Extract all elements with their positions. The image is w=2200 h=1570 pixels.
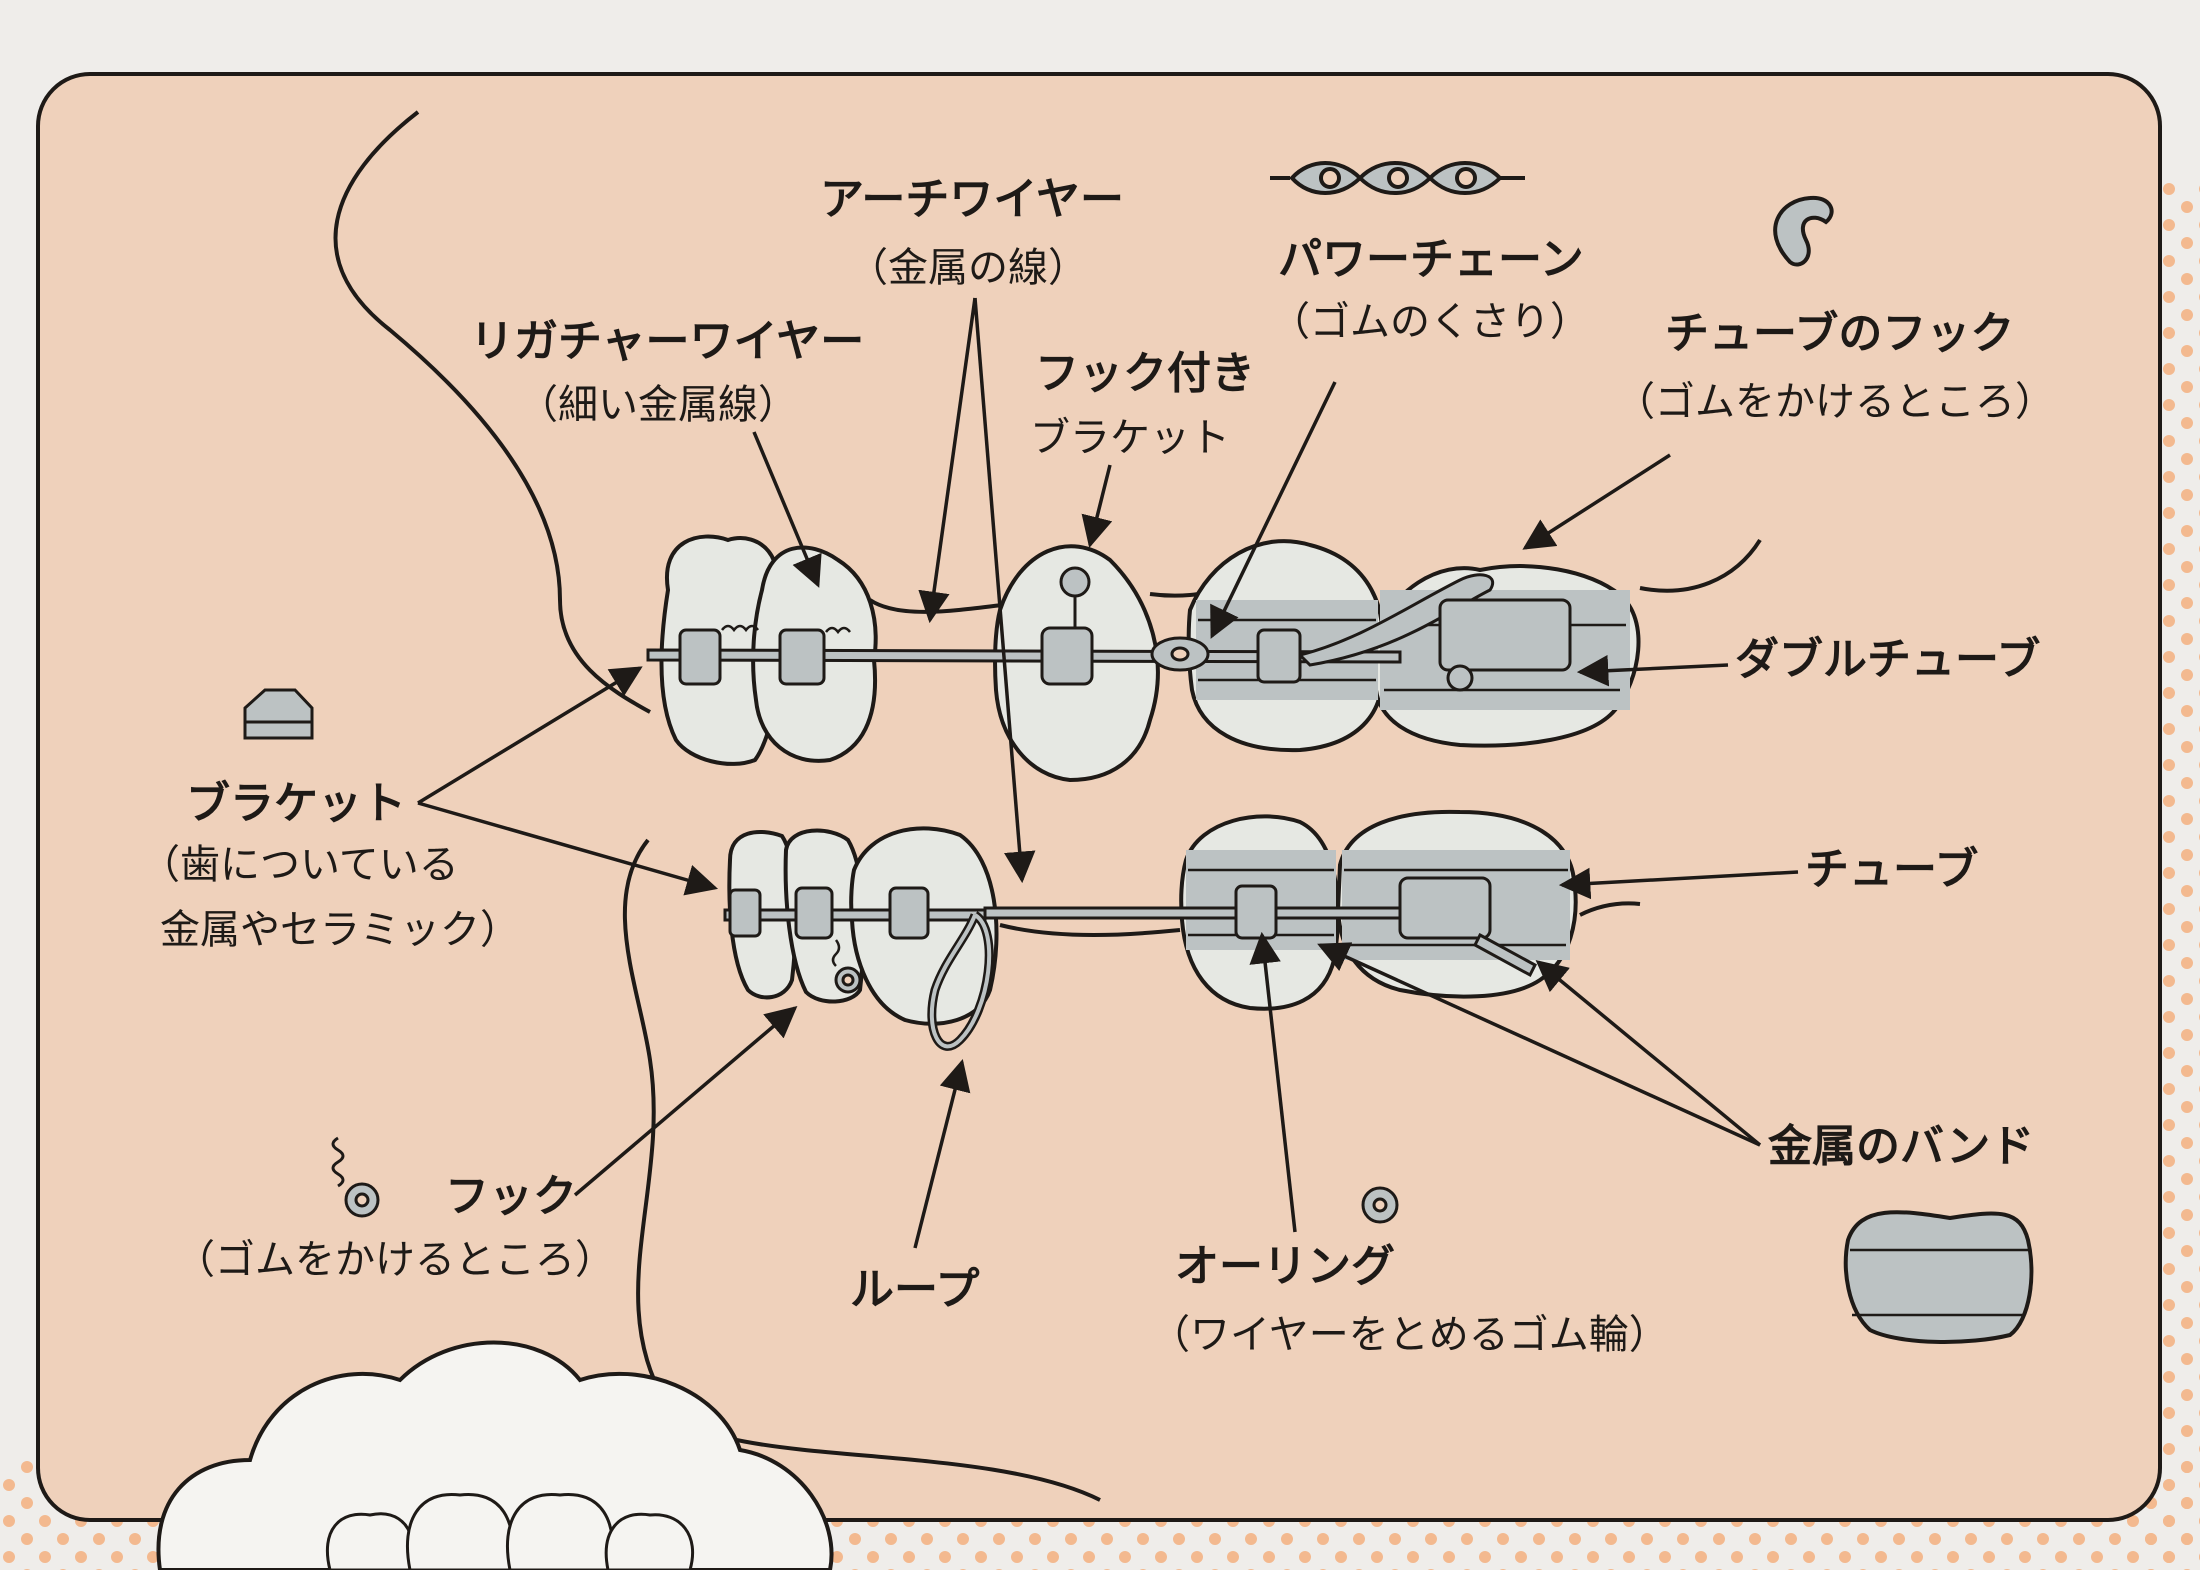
- hook-bracket-label-2: ブラケット: [1030, 415, 1230, 461]
- hook-bracket-label: フック付き: [1035, 348, 1255, 399]
- bracket-icon: [243, 688, 314, 740]
- o-ring-label: オーリング: [1175, 1241, 1395, 1292]
- tube-label: チューブ: [1805, 844, 1979, 895]
- ligature-squiggles: [721, 624, 851, 967]
- power-chain-on-wire: [1150, 573, 1494, 672]
- hook-label: フック: [445, 1171, 577, 1222]
- brackets: [678, 566, 1572, 994]
- power-chain-icon: [1270, 161, 1525, 195]
- loop-label: ループ: [850, 1264, 980, 1315]
- cloud-teeth-illustration: [156, 1340, 834, 1570]
- bracket-sublabel-2: 金属やセラミック）: [160, 907, 520, 953]
- hook-icon: [331, 1136, 380, 1218]
- power-chain-sublabel: （ゴムのくさり）: [1270, 299, 1590, 345]
- hook-sublabel: （ゴムをかけるところ）: [175, 1237, 615, 1283]
- metal-band-icon: [1843, 1210, 2034, 1344]
- arch-wire-label: アーチワイヤー: [820, 174, 1125, 225]
- bracket-sublabel-1: （歯についている: [140, 842, 459, 888]
- leader-arrows: [417, 297, 1799, 1249]
- bracket-label: ブラケット: [186, 778, 406, 829]
- ligature-wire-label: リガチャーワイヤー: [470, 316, 865, 367]
- o-ring-sublabel: （ワイヤーをとめるゴム輪）: [1150, 1312, 1669, 1358]
- ligature-wire-sublabel: （細い金属線）: [518, 382, 798, 428]
- arch-wire-sublabel: （金属の線）: [848, 245, 1088, 291]
- tube-hook-icon: [1773, 195, 1834, 267]
- tube-hook-sublabel: （ゴムをかけるところ）: [1615, 379, 2055, 425]
- metal-band-label: 金属のバンド: [1768, 1121, 2035, 1172]
- diagram-card: [36, 72, 2162, 1522]
- o-ring-icon: [1361, 1186, 1399, 1224]
- double-tube-label: ダブルチューブ: [1735, 634, 2041, 685]
- tube-hook-label: チューブのフック: [1665, 308, 2015, 359]
- wire-loop-fill: [929, 913, 992, 1049]
- power-chain-label: パワーチェーン: [1278, 234, 1584, 285]
